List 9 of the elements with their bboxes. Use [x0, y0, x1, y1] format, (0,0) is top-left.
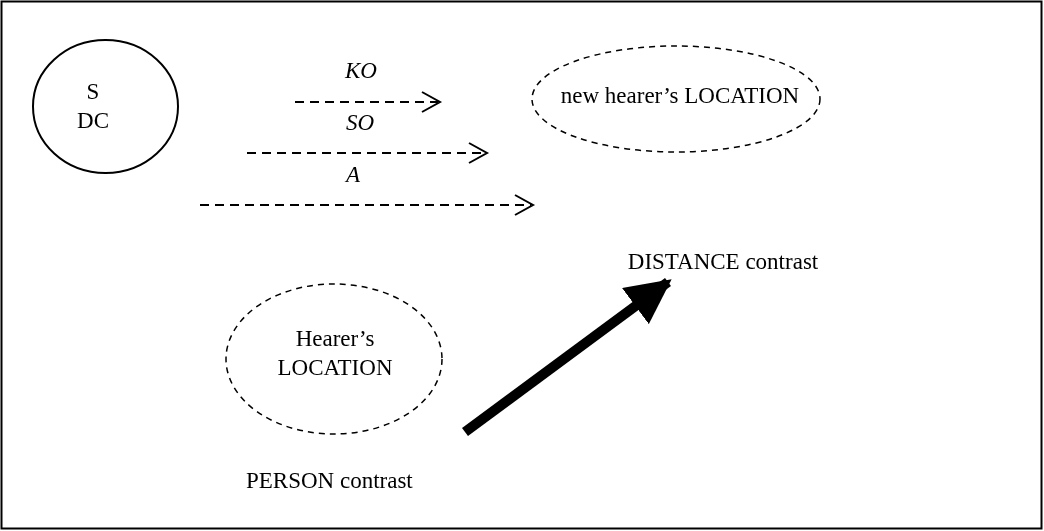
arrow-label: SO — [346, 110, 375, 136]
node-label: DISTANCE contrast — [626, 248, 820, 276]
arrow-label: KO — [345, 58, 377, 84]
node-label: new hearer’s LOCATION — [560, 82, 800, 110]
arrow — [462, 277, 672, 437]
node-label: Hearer’s LOCATION — [276, 325, 394, 382]
caption: PERSON contrast — [246, 468, 413, 494]
arrow-label: A — [346, 162, 361, 188]
node-label: S DC — [76, 78, 110, 135]
